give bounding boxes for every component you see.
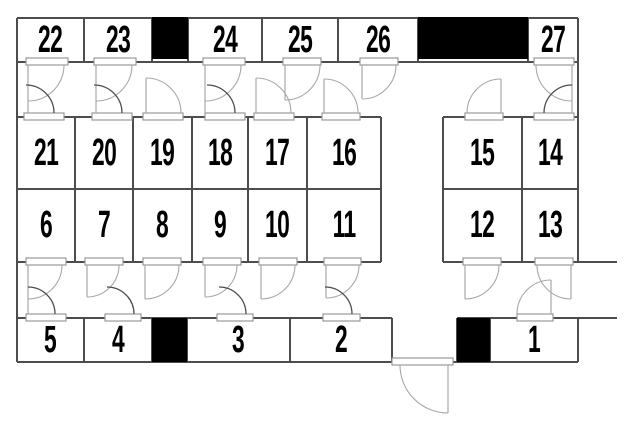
door-symbol-6-5	[25, 257, 67, 322]
room-label-27: 27	[540, 18, 566, 61]
filled-block-top-left	[152, 17, 188, 59]
door-symbol-10	[258, 257, 298, 300]
door-symbol-15	[464, 78, 504, 121]
door-symbol-24-18	[202, 57, 246, 121]
room-label-20: 20	[91, 131, 117, 174]
door-symbol-25	[282, 57, 322, 101]
room-label-6: 6	[39, 204, 53, 246]
room-label-14: 14	[537, 131, 563, 174]
door-symbol-12	[462, 257, 502, 300]
filled-block-bottom-left	[152, 318, 187, 362]
room-label-10: 10	[265, 204, 290, 246]
room-label-8: 8	[156, 204, 169, 246]
room-label-11: 11	[332, 204, 357, 246]
door-symbol-1	[516, 279, 554, 322]
room-label-24: 24	[212, 18, 238, 61]
filled-blocks	[152, 17, 528, 362]
door-symbol-13	[534, 257, 574, 300]
room-label-21: 21	[33, 131, 59, 174]
room-label-17: 17	[265, 131, 290, 174]
room-label-15: 15	[470, 131, 495, 174]
door-symbol-19	[142, 77, 184, 121]
door-symbol-11-2	[322, 257, 362, 322]
room-label-22: 22	[38, 18, 63, 61]
door-symbol-8	[142, 257, 182, 300]
room-label-19: 19	[150, 131, 175, 174]
room-label-12: 12	[470, 204, 495, 246]
door-symbol-7-4	[84, 257, 142, 322]
room-label-1: 1	[527, 318, 541, 361]
room-label-9: 9	[213, 204, 227, 246]
room-label-4: 4	[111, 318, 125, 361]
room-label-3: 3	[232, 318, 245, 361]
door-symbol-23-20	[91, 57, 137, 121]
door-symbol-27-14	[533, 57, 575, 121]
door-symbol-17	[253, 77, 295, 121]
room-label-26: 26	[365, 18, 391, 61]
door-symbol-26	[359, 57, 399, 100]
door-symbol-9-3	[202, 257, 254, 322]
door-symbol-16	[321, 78, 361, 121]
door-symbol-22-21	[23, 57, 69, 121]
room-label-2: 2	[334, 318, 348, 361]
room-label-5: 5	[44, 318, 57, 361]
room-label-16: 16	[331, 131, 357, 174]
room-label-25: 25	[287, 18, 313, 61]
room-label-23: 23	[105, 18, 131, 61]
room-label-7: 7	[97, 204, 111, 246]
filled-block-bottom-right	[457, 318, 490, 362]
room-label-18: 18	[207, 131, 233, 174]
filled-block-top-right	[418, 17, 528, 59]
room-label-13: 13	[537, 204, 563, 246]
door-symbol-exterior-bottom	[391, 357, 454, 414]
